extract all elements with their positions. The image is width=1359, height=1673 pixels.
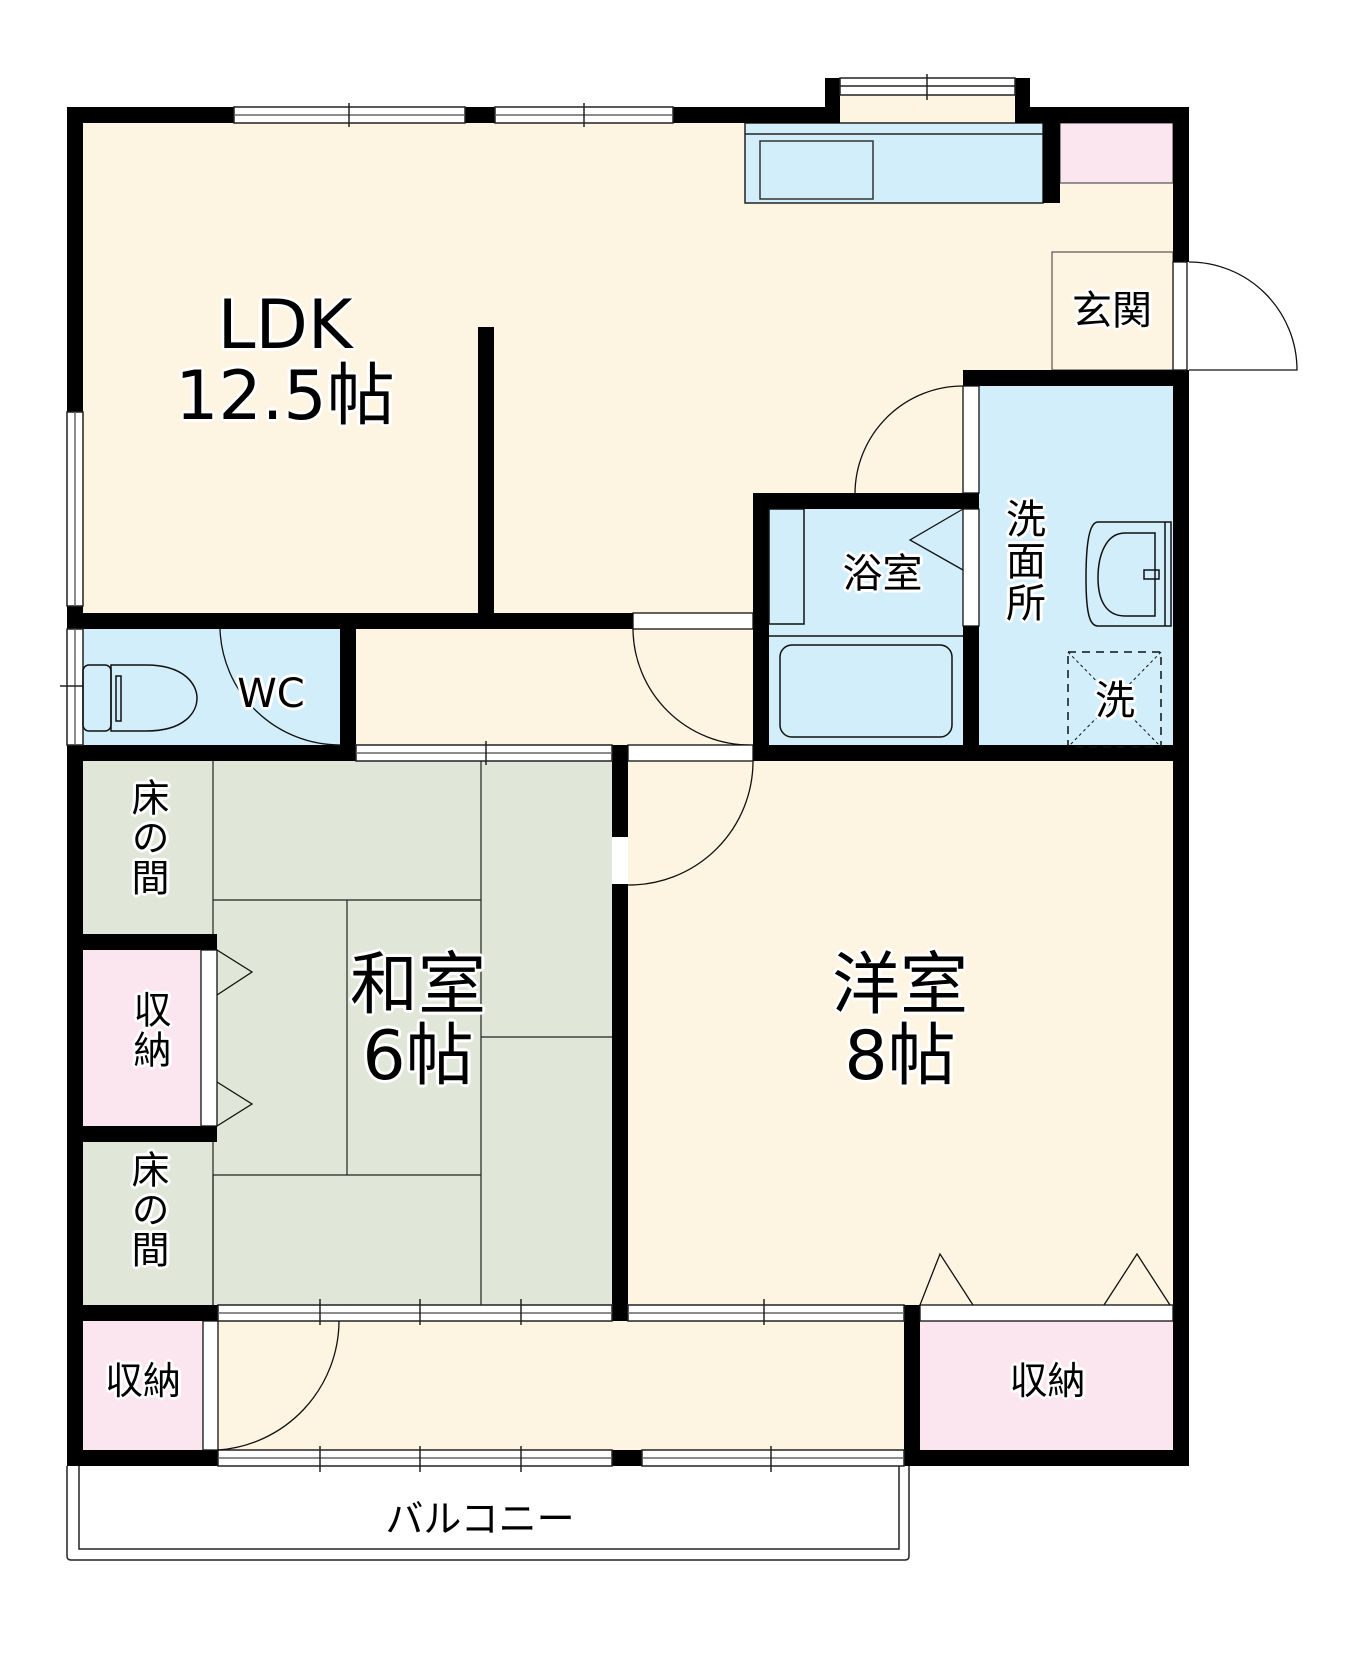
window-ldk-top-left [233, 103, 466, 127]
shoe-cabinet [1059, 122, 1174, 184]
toilet-icon [82, 664, 198, 732]
youshitsu-name: 洋室 [831, 946, 968, 1025]
room-label-bath: 浴室 [820, 553, 945, 595]
washer-name: 洗 [1095, 678, 1135, 724]
sliding-youshitsu-engawa [627, 1299, 905, 1325]
entrance-door-jamb [1172, 261, 1188, 371]
window-ldk-top-right [494, 103, 674, 127]
closet-left-mid-name: 収納 [127, 990, 171, 1070]
window-ldk-left [66, 411, 84, 607]
windows [60, 74, 1016, 1472]
bathtub-icon [779, 644, 953, 738]
fixtures [82, 508, 1172, 748]
closet-right-bottom-floor [920, 1321, 1173, 1450]
bath-shelf [768, 508, 805, 625]
washbasin-icon [1085, 521, 1172, 627]
room-label-closet-left-bottom: 収納 [83, 1359, 203, 1403]
walls [67, 78, 1189, 1466]
closet-left-mid-floor [83, 950, 201, 1126]
entrance-name: 玄関 [1072, 288, 1152, 334]
window-hall-washitsu [355, 741, 613, 765]
room-label-closet-left-mid: 収納 [118, 990, 171, 1070]
label-washer: 洗 [1084, 680, 1146, 722]
closet-left-bottom-floor [83, 1321, 203, 1450]
ldk-size: 12.5帖 [175, 357, 395, 437]
kitchen-counter [744, 122, 1044, 204]
youshitsu-size: 8帖 [844, 1017, 956, 1097]
room-label-closet-right-bottom: 収納 [960, 1359, 1135, 1403]
window-wc [60, 628, 84, 746]
washitsu-size: 6帖 [362, 1017, 474, 1097]
washer-pan-cross [1067, 651, 1162, 748]
room-label-youshitsu: 洋室 8帖 [800, 950, 1000, 1093]
entrance-floor [1051, 251, 1174, 371]
washitsu-name: 和室 [349, 946, 486, 1025]
bath-name: 浴室 [842, 551, 923, 597]
sink-icon [759, 140, 874, 200]
tokonoma-upper-name: 床の間 [125, 778, 169, 898]
balcony-name: バルコニー [385, 1497, 575, 1541]
window-balcony-left [217, 1446, 613, 1472]
closet-right-bottom-name: 収納 [1009, 1359, 1086, 1403]
window-balcony-right [641, 1446, 905, 1472]
wc-floor [83, 629, 340, 745]
sliding-washitsu-engawa [217, 1299, 613, 1325]
closet-left-bottom-name: 収納 [104, 1359, 181, 1403]
room-label-balcony: バルコニー [330, 1497, 630, 1541]
balcony [66, 1466, 910, 1561]
room-label-washitsu: 和室 6帖 [318, 950, 518, 1093]
room-label-wc: WC [226, 673, 316, 715]
entrance-door-swing [1188, 261, 1298, 371]
room-label-washroom: 洗面所 [993, 498, 1045, 624]
floors [83, 95, 1174, 1450]
tokonoma-lower-name: 床の間 [125, 1150, 169, 1270]
hallway-floor [356, 629, 753, 745]
room-label-ldk: LDK 12.5帖 [170, 290, 400, 433]
washer-pan-icon [1067, 651, 1162, 748]
window-bay [839, 74, 1016, 100]
bath-floor [769, 509, 963, 745]
wc-name: WC [237, 671, 305, 717]
washroom-floor [979, 386, 1173, 745]
doors [200, 261, 1298, 1451]
youshitsu-floor [628, 761, 1173, 1305]
room-label-tokonoma-upper: 床の間 [116, 778, 169, 898]
room-label-tokonoma-lower: 床の間 [116, 1150, 169, 1270]
washroom-name: 洗面所 [999, 498, 1045, 624]
engawa-floor [218, 1321, 904, 1450]
ldk-name: LDK [217, 286, 353, 365]
tatami-lines [212, 761, 612, 1305]
room-label-entrance: 玄関 [1056, 290, 1168, 332]
